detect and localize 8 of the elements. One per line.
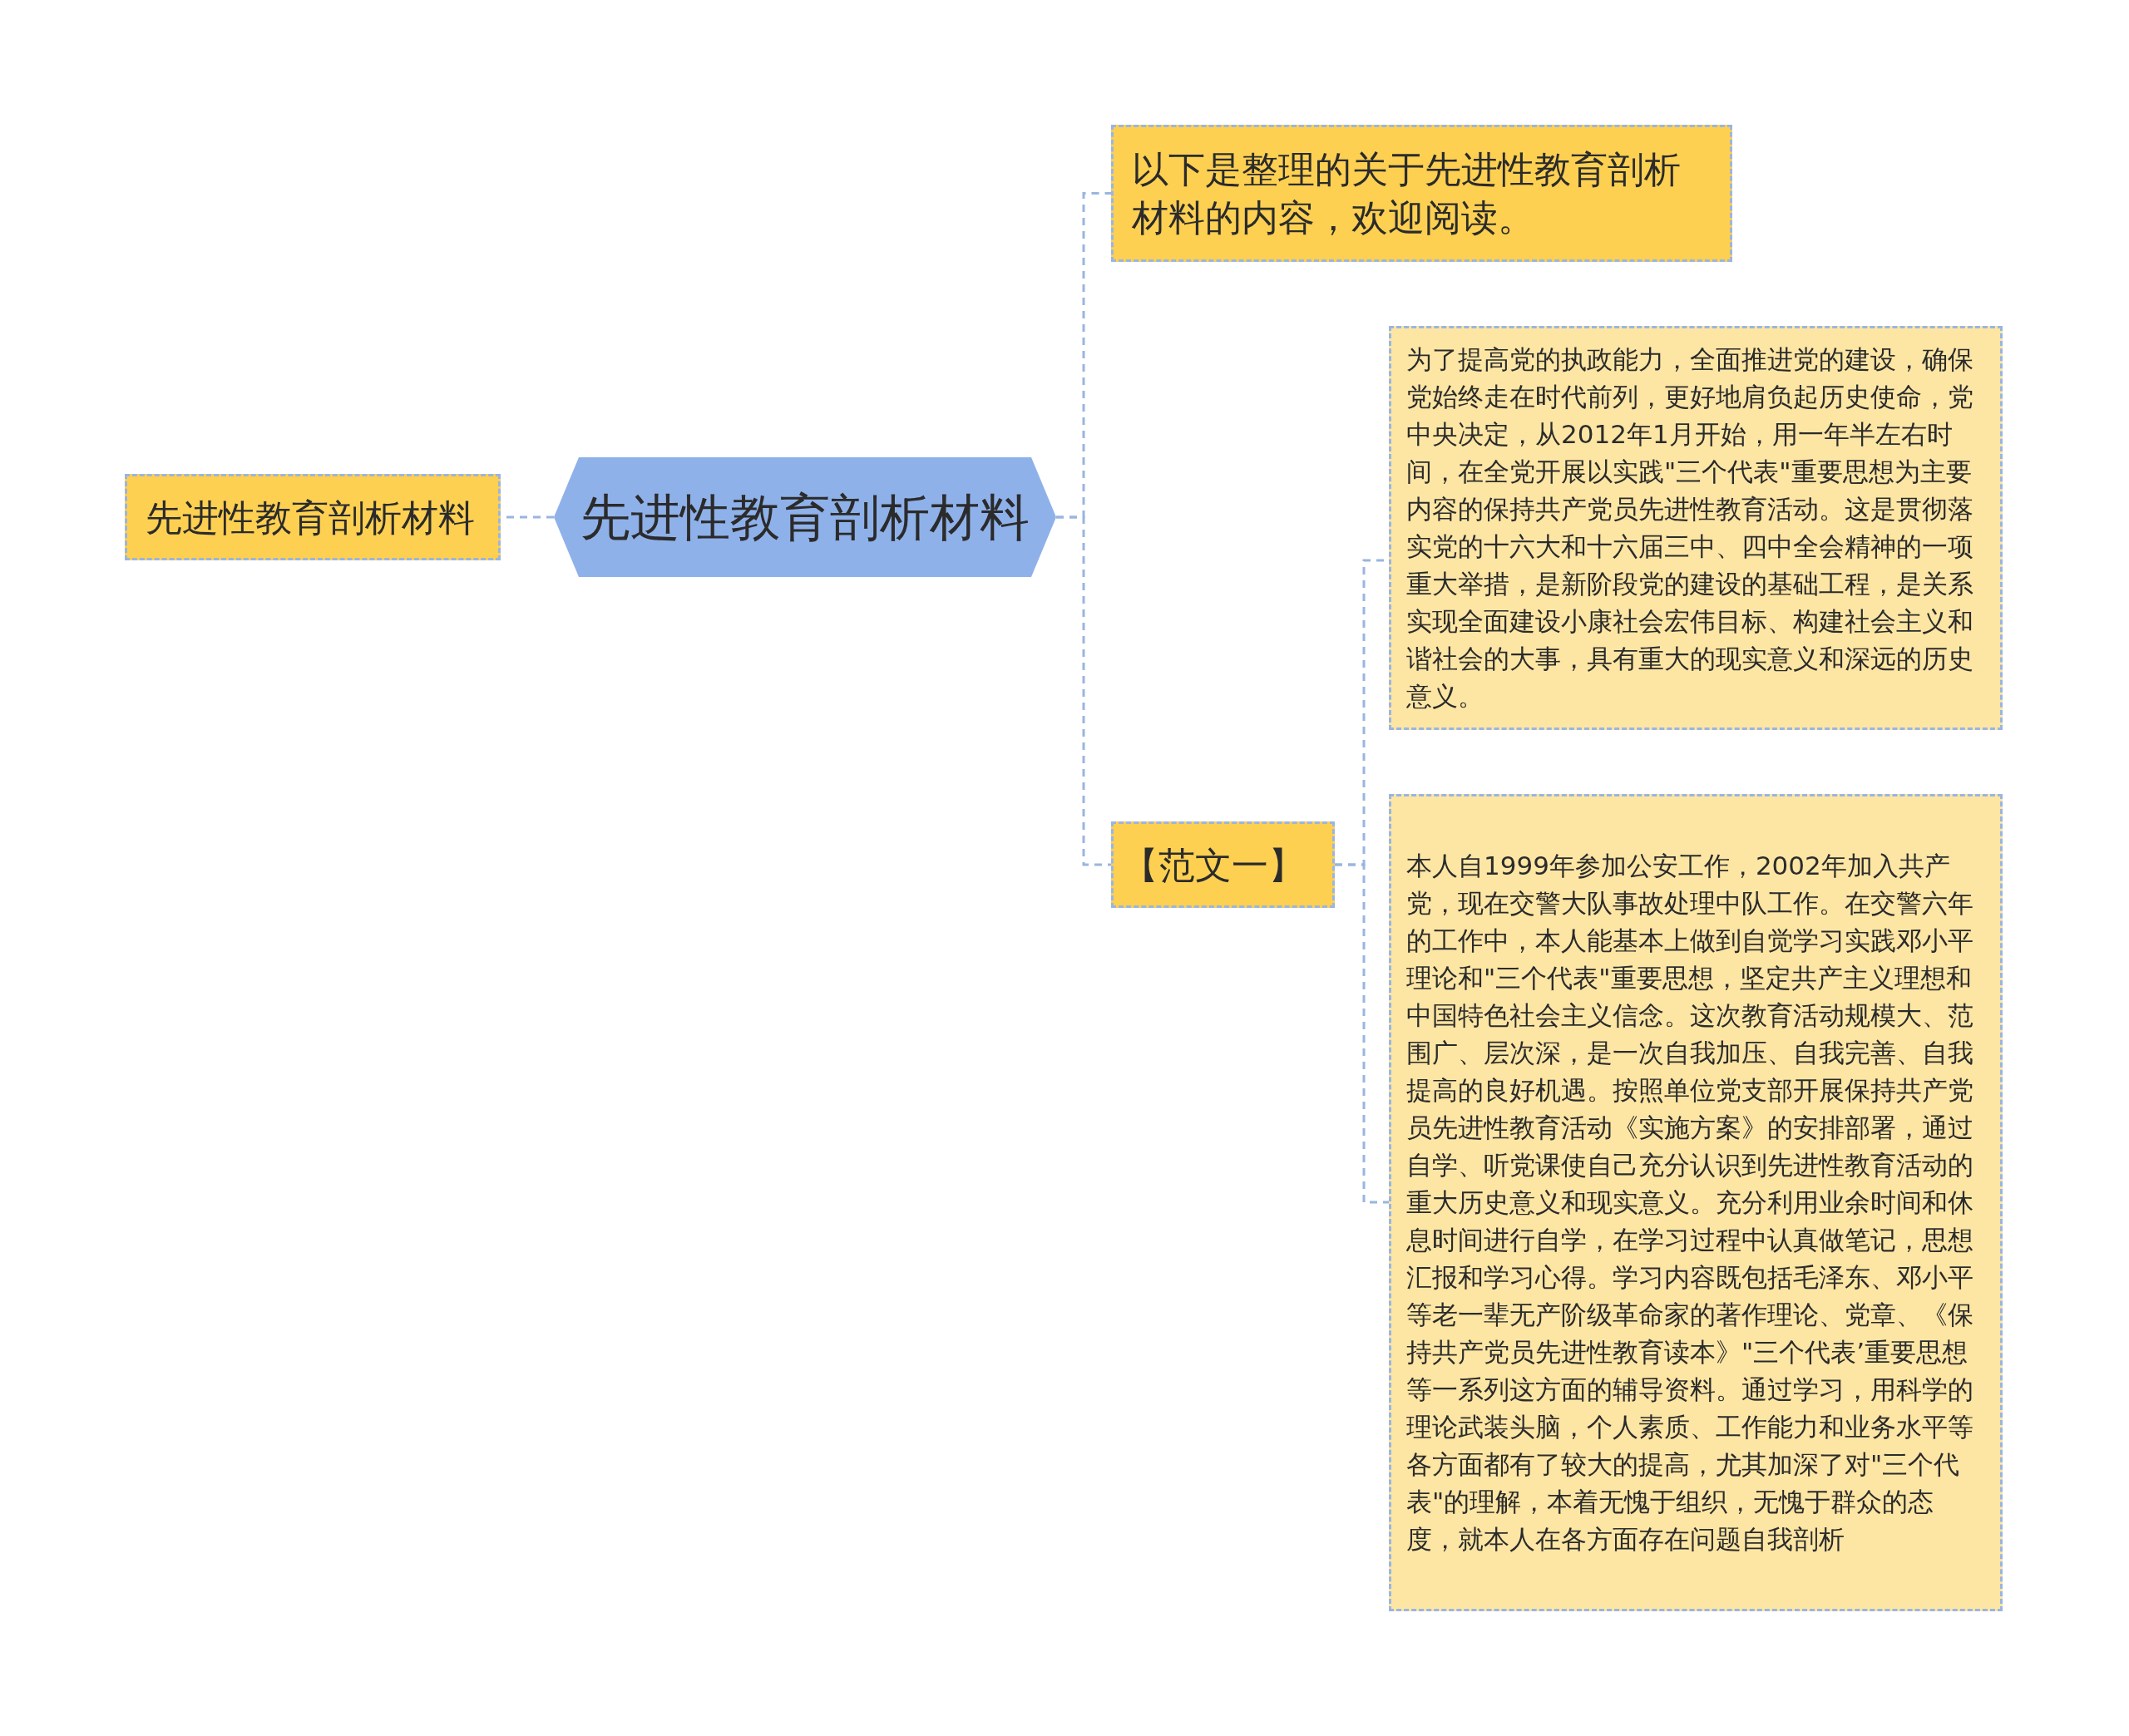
- text-box: 为了提高党的执政能力，全面推进党的建设，确保党始终走在时代前列，更好地肩负起历史使命，党中央决定，从2012年1月开始，用一年半左右时间，在全党开展以实践"三个代表"重要思想为主要内容的保持共产党员先进性教育活动。这是贯彻落实党的十六大和十六届三中、四中全会精神的一项重大举措，是新阶段党的建设的基础工程，是关系实现全面建设小康社会宏伟目标、构建社会主义和谐社会的大事，具有重大的现实意义和深远的历史意义。: [1389, 326, 2003, 730]
- connector-line: [1335, 863, 1389, 1204]
- topic-box: 【范文一】: [1111, 821, 1335, 908]
- text-box: 本人自1999年参加公安工作，2002年加入共产党，现在交警大队事故处理中队工作。在交警六年的工作中，本人能基本上做到自觉学习实践邓小平理论和"三个代表"重要思想，坚定共产主义理想和中国特色社会主义信念。这次教育活动规模大、范围广、层次深，是一次自我加压、自我完善、自我提高的良好机遇。按照单位党支部开展保持共产党员先进性教育活动《实施方案》的安排部署，通过自学、听党课使自己充分认识到先进性教育活动的重大历史意义和现实意义。充分利用业余时间和休息时间进行自学，在学习过程中认真做笔记，思想汇报和学习心得。学习内容既包括毛泽东、邓小平等老一辈无产阶级革命家的著作理论、党章、《保持共产党员先进性教育读本》"三个代表’重要思想等一系列这方面的辅导资料。通过学习，用科学的理论武装头脑，个人素质、工作能力和业务水平等各方面都有了较大的提高，尤其加深了对"三个代表"的理解，本着无愧于组织，无愧于群众的态度，就本人在各方面存在问题自我剖析: [1389, 794, 2003, 1611]
- topic-box: 以下是整理的关于先进性教育剖析材料的内容，欢迎阅读。: [1111, 125, 1732, 262]
- topic-box: 先进性教育剖析材料: [125, 474, 501, 560]
- topic-hexagon: 先进性教育剖析材料: [554, 457, 1056, 577]
- connector-line: [1056, 515, 1111, 866]
